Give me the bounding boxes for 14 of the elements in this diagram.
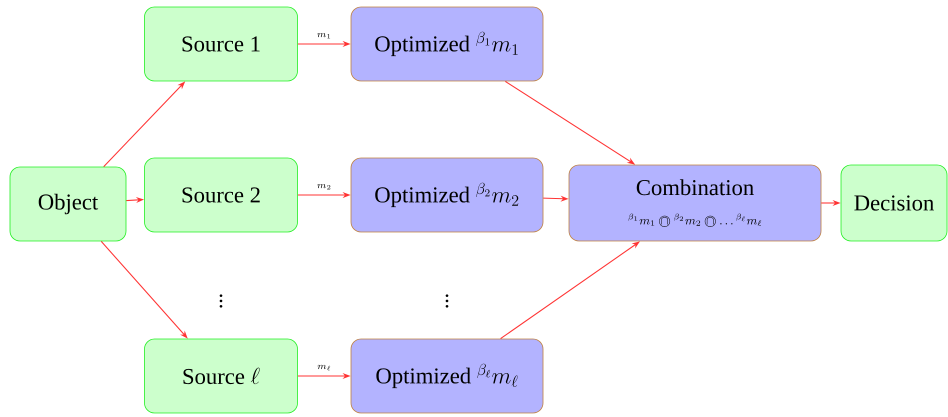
process-box: $\text{Optimized }{}^{\beta_2}m_2$ bbox=[350, 158, 544, 232]
edge-label: $m_\ell$ bbox=[316, 364, 333, 372]
ellipsis-mark: $\vdots$ bbox=[446, 294, 448, 308]
process-box: Source 2 bbox=[144, 158, 298, 232]
process-box: Combination ${}^{\beta_1}m_1\mathbin{\bigcirc\mkern-15mu\cap\mkern3mu}{}^{\beta_2}m_2\mathbin{\bigcirc\mkern-15mu\cap\mkern3mu}\ldots{}^{\beta_\ell}m_\ell$ bbox=[568, 164, 822, 242]
process-box: $\text{Optimized }{}^{\beta_1}m_1$ bbox=[350, 6, 544, 82]
ellipsis-mark: $\vdots$ bbox=[220, 294, 222, 308]
edge-label: $m_1$ bbox=[316, 32, 333, 40]
process-box: $\text{Source }\ell$ bbox=[144, 338, 298, 414]
process-box: Source 1 bbox=[144, 6, 298, 82]
process-box: $\text{Optimized }{}^{\beta_\ell}m_\ell$ bbox=[350, 338, 544, 414]
process-box: Decision bbox=[840, 164, 948, 242]
process-box: Object bbox=[10, 166, 126, 242]
edge-label: $m_2$ bbox=[316, 182, 333, 191]
